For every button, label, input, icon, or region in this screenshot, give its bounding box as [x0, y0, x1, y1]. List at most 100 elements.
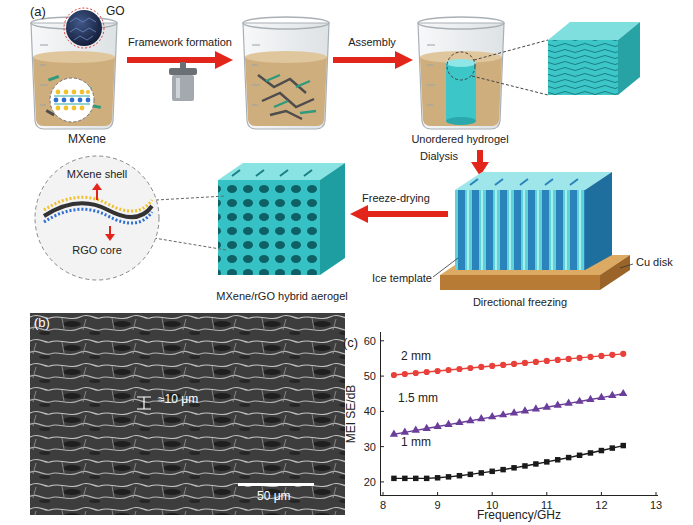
sem-image: ≈10 μm50 μm: [30, 313, 345, 515]
data-marker: [544, 358, 550, 364]
tick-label: 12: [595, 499, 607, 512]
data-marker: [620, 351, 626, 357]
go-sphere: [64, 8, 104, 48]
data-marker: [488, 412, 496, 419]
data-marker: [599, 448, 604, 453]
data-marker: [510, 408, 518, 415]
tick-label: 13: [650, 499, 662, 512]
panel-label: (a): [30, 5, 46, 20]
aerogel-block: [232, 170, 312, 176]
process-arrow: [333, 51, 413, 69]
beaker: [418, 17, 504, 129]
data-marker: [478, 364, 484, 370]
data-marker: [555, 457, 560, 462]
hydrogel-cube: [548, 40, 618, 95]
ice-template: [585, 172, 612, 270]
data-marker: [566, 356, 572, 362]
data-marker: [621, 443, 626, 448]
mxene-zoom: [56, 90, 61, 95]
data-marker: [468, 472, 473, 477]
leader-line: [433, 258, 633, 277]
axis-ticks: [380, 341, 656, 496]
pointer-arrow: [109, 226, 111, 235]
sem-micrograph: [30, 313, 345, 515]
mxene-zoom: [56, 106, 61, 111]
beaker: [446, 117, 476, 125]
data-marker: [511, 465, 516, 470]
data-marker: [391, 372, 397, 378]
data-marker: [489, 469, 494, 474]
process-arrow: [477, 150, 483, 163]
beaker: [266, 75, 316, 113]
data-marker: [457, 473, 462, 478]
autoclave-icon: [172, 75, 194, 101]
sem-micrograph: [30, 313, 345, 515]
beaker: [243, 17, 329, 129]
data-marker: [533, 461, 538, 466]
data-marker: [576, 355, 582, 361]
data-marker: [555, 357, 561, 363]
step-label: Assembly: [348, 36, 396, 49]
data-marker: [423, 424, 431, 431]
data-marker: [424, 369, 430, 375]
mxene-zoom: [62, 98, 67, 103]
series-label: 1.5 mm: [398, 392, 438, 406]
data-marker: [499, 410, 507, 417]
beaker: [418, 17, 504, 129]
data-marker: [533, 359, 539, 365]
process-arrow: [215, 51, 233, 69]
data-marker: [424, 476, 429, 481]
tick-label: 9: [435, 499, 441, 512]
autoclave-icon: [169, 68, 197, 75]
data-marker: [566, 455, 571, 460]
step-label: Dialysis: [420, 150, 458, 163]
data-marker: [608, 391, 616, 398]
data-marker: [466, 416, 474, 423]
data-marker: [402, 476, 407, 481]
core-shell-zoom: [35, 156, 159, 280]
cu-disk: [600, 255, 630, 290]
plot-area: 2 mm1.5 mm1 mm: [380, 332, 658, 496]
data-marker: [413, 370, 419, 376]
data-marker: [522, 360, 528, 366]
process-arrow: [350, 205, 368, 223]
data-marker: [575, 397, 583, 404]
data-marker: [412, 426, 420, 433]
tick-label: 40: [364, 405, 376, 418]
data-marker: [455, 418, 463, 425]
pointer-arrow: [92, 183, 102, 190]
panel-label: (c): [343, 336, 358, 351]
data-marker: [588, 450, 593, 455]
pointer-arrow: [96, 189, 98, 200]
data-marker: [564, 399, 572, 406]
data-marker: [598, 353, 604, 359]
step-label: Framework formation: [128, 36, 232, 49]
beaker: [446, 63, 476, 121]
tick-label: 60: [364, 334, 376, 347]
mxene-zoom: [78, 98, 83, 103]
mxene-zoom: [54, 98, 59, 103]
data-marker: [435, 368, 441, 374]
part-label: Unordered hydrogel: [411, 133, 508, 146]
zoom-lines: [154, 196, 226, 250]
axis-title: Frequency/GHz: [477, 509, 561, 523]
zoom-lines: [447, 40, 548, 95]
ice-template: [455, 190, 585, 270]
data-marker: [511, 361, 517, 367]
cu-disk: [440, 275, 600, 290]
ice-template: [455, 172, 612, 190]
data-marker: [577, 453, 582, 458]
data-marker: [456, 366, 462, 372]
mxene-zoom: [50, 78, 94, 122]
mxene-zoom: [70, 98, 75, 103]
data-marker: [587, 354, 593, 360]
mxene-zoom: [72, 90, 77, 95]
beaker: [243, 17, 329, 129]
scale-bar-label: 50 μm: [257, 490, 291, 504]
data-marker: [597, 393, 605, 400]
mxene-zoom: [80, 90, 85, 95]
data-marker: [554, 400, 562, 407]
part-label: Cu disk: [636, 256, 673, 269]
data-marker: [435, 475, 440, 480]
